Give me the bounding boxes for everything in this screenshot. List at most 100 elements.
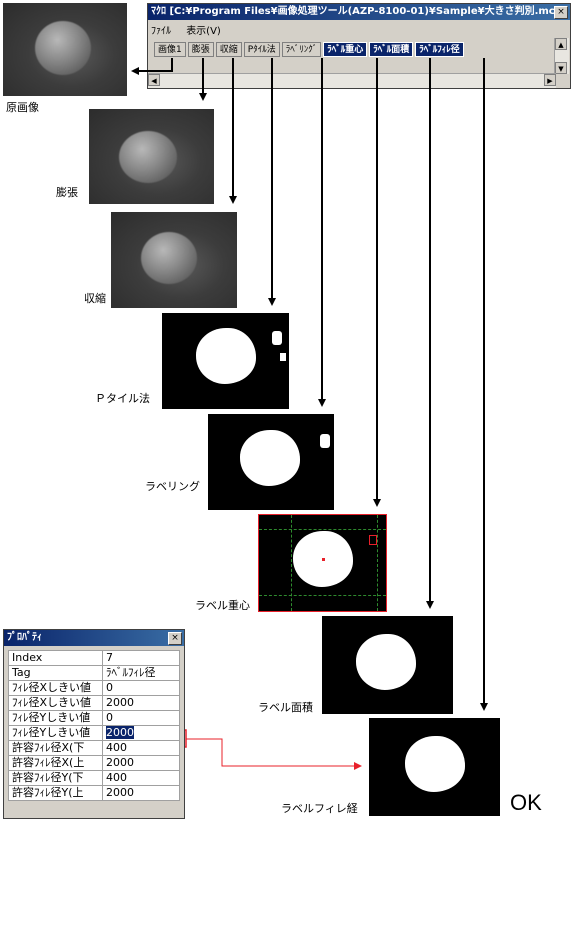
property-value[interactable]: 2000 [102,725,180,741]
result-ok: OK [510,790,542,815]
scroll-down-icon[interactable]: ▼ [555,62,567,74]
property-value[interactable]: ﾗﾍﾞﾙﾌｨﾚ径 [102,665,180,681]
property-value-text: 2000 [106,696,134,710]
property-key: ﾌｨﾚ径Xしきい値 [8,695,103,711]
menu-view[interactable]: 表示(V) [186,26,221,37]
area-image [322,616,453,714]
object-blob [196,328,256,384]
stone-shape [141,232,197,284]
stone-shape [119,131,177,183]
property-value-text: 400 [106,771,127,785]
object-blob [405,736,465,792]
property-value[interactable]: 7 [102,650,180,666]
noise-speck [272,331,282,345]
label-feret: ラベルフィレ経 [281,802,358,815]
centroid-image [258,514,387,612]
object-blob [356,634,416,690]
step-button-erode[interactable]: 収縮 [215,42,242,57]
scroll-right-icon[interactable]: ▶ [544,74,556,86]
property-value[interactable]: 400 [102,770,180,786]
label-labeling: ラベリング [145,480,200,493]
object-blob [240,430,300,486]
property-key: 許容ﾌｨﾚ径X(下 [8,740,103,756]
arrow-highlight [186,738,362,770]
property-key: ﾌｨﾚ径Xしきい値 [8,680,103,696]
scroll-left-icon[interactable]: ◀ [148,74,160,86]
feret-image [369,718,500,816]
bbox-left-line [291,515,292,611]
original-image [3,3,127,96]
labeling-image [208,414,334,510]
horizontal-scrollbar[interactable]: ◀ ▶ [148,73,556,88]
bbox-bottom-line [259,595,386,596]
property-key: ﾌｨﾚ径Yしきい値 [8,710,103,726]
label-erode: 収縮 [84,292,106,305]
macro-window: ﾏｸﾛ [C:¥Program Files¥画像処理ツール(AZP-8100-0… [147,3,571,89]
step-button-ptile[interactable]: Pﾀｲﾙ法 [243,42,280,57]
close-icon[interactable]: × [168,632,182,645]
menu-bar: ﾌｧｲﾙ 表示(V) [151,22,233,38]
property-value[interactable]: 2000 [102,755,180,771]
label-area: ラベル面積 [258,701,313,714]
property-value-text: 0 [106,711,113,725]
ptile-image [162,313,289,409]
property-value[interactable]: 2000 [102,695,180,711]
property-value[interactable]: 0 [102,710,180,726]
property-value-text: ﾗﾍﾞﾙﾌｨﾚ径 [106,666,156,680]
property-value-text: 7 [106,651,113,665]
property-key: ﾌｨﾚ径Yしきい値 [8,725,103,741]
bbox-top-line [259,529,386,530]
property-value[interactable]: 400 [102,740,180,756]
property-value-text: 2000 [106,786,134,800]
property-value-text: 400 [106,741,127,755]
property-key: Tag [8,665,103,681]
menu-file[interactable]: ﾌｧｲﾙ [151,26,171,37]
noise-speck [280,353,286,361]
property-value[interactable]: 2000 [102,785,180,801]
stone-shape [35,21,91,75]
step-button-image1[interactable]: 画像1 [154,42,186,57]
label-ptile: Ｐタイル法 [95,392,150,405]
step-button-label-feret[interactable]: ﾗﾍﾞﾙﾌｨﾚ径 [415,42,464,57]
label-dilate: 膨張 [56,186,78,199]
vertical-scrollbar[interactable]: ▲ ▼ [554,38,569,74]
step-button-label-centroid[interactable]: ﾗﾍﾞﾙ重心 [323,42,368,57]
property-key: Index [8,650,103,666]
label-original: 原画像 [6,101,39,114]
property-key: 許容ﾌｨﾚ径Y(下 [8,770,103,786]
scroll-up-icon[interactable]: ▲ [555,38,567,50]
property-value-text: 0 [106,681,113,695]
step-button-dilate[interactable]: 膨張 [187,42,214,57]
macro-window-title: ﾏｸﾛ [C:¥Program Files¥画像処理ツール(AZP-8100-0… [148,4,570,20]
property-value-text: 2000 [106,756,134,770]
noise-centroid-marker [369,535,377,545]
erode-image [111,212,237,308]
close-icon[interactable]: × [554,6,568,19]
property-key: 許容ﾌｨﾚ径Y(上 [8,785,103,801]
label-centroid: ラベル重心 [195,599,250,612]
bbox-right-line [377,515,378,611]
arrow-original [131,58,173,75]
properties-title: ﾌﾟﾛﾊﾟﾃｨ [4,630,184,646]
dilate-image [89,109,214,204]
step-button-label-area[interactable]: ﾗﾍﾞﾙ面積 [369,42,414,57]
property-value[interactable]: 0 [102,680,180,696]
centroid-marker [322,558,325,561]
property-key: 許容ﾌｨﾚ径X(上 [8,755,103,771]
noise-speck [320,434,330,448]
step-button-labeling[interactable]: ﾗﾍﾞﾘﾝｸﾞ [281,42,322,57]
